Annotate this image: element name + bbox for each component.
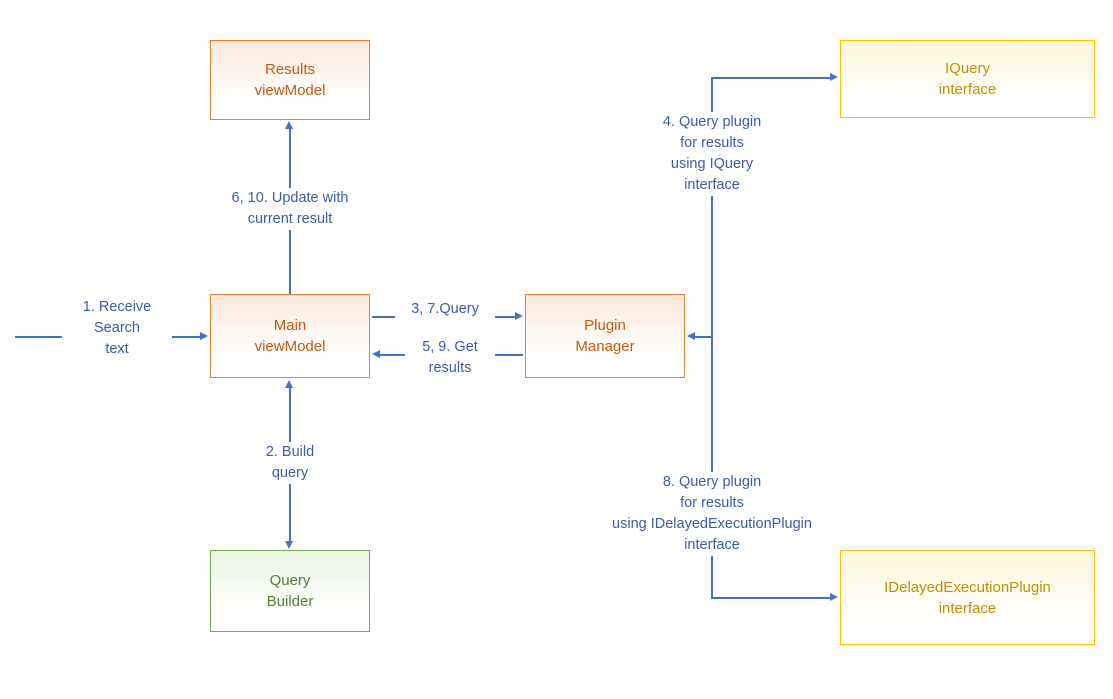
connector-get-results-arrowhead-icon: [372, 350, 380, 358]
node-plugin-manager-label: Plugin Manager: [575, 317, 635, 355]
connector-plugin-trunk-line: [711, 78, 713, 598]
node-results-viewmodel-label: Results viewModel: [254, 61, 326, 99]
connector-query-label: 3, 7.Query: [395, 299, 495, 320]
node-query-builder: Query Builder: [210, 550, 370, 632]
connector-receive-arrowhead-icon: [200, 332, 208, 340]
connector-update-label: 6, 10. Update with current result: [210, 188, 370, 230]
connector-iquery-call-line: [711, 77, 830, 79]
node-main-viewmodel: Main viewModel: [210, 294, 370, 378]
node-results-viewmodel: Results viewModel: [210, 40, 370, 120]
connector-build-query-arrowhead-down-icon: [285, 541, 293, 549]
connector-get-results-label: 5, 9. Get results: [405, 337, 495, 379]
connector-update-arrowhead-icon: [285, 121, 293, 129]
connector-iquery-call-label: 4. Query plugin for results using IQuery…: [632, 112, 792, 196]
connector-receive-label: 1. Receive Search text: [62, 297, 172, 360]
connector-plugin-manager-branch-arrowhead-icon: [687, 332, 695, 340]
connector-iquery-call-arrowhead-icon: [830, 73, 838, 81]
node-query-builder-label: Query Builder: [266, 572, 314, 610]
node-idelayedexecutionplugin-interface: IDelayedExecutionPlugin interface: [840, 550, 1095, 645]
connector-idelayed-call-label: 8. Query plugin for results using IDelay…: [587, 472, 837, 556]
connector-plugin-manager-branch-line: [695, 336, 712, 338]
node-idelayedexecutionplugin-interface-label: IDelayedExecutionPlugin interface: [884, 578, 1051, 617]
connector-query-arrowhead-icon: [515, 312, 523, 320]
node-iquery-interface: IQuery interface: [840, 40, 1095, 118]
node-iquery-interface-label: IQuery interface: [938, 60, 997, 98]
connector-build-query-label: 2. Build query: [245, 442, 335, 484]
node-main-viewmodel-label: Main viewModel: [254, 317, 326, 355]
node-plugin-manager: Plugin Manager: [525, 294, 685, 378]
connector-idelayed-call-arrowhead-icon: [830, 593, 838, 601]
connector-idelayed-call-line: [711, 597, 830, 599]
connector-build-query-arrowhead-up-icon: [285, 380, 293, 388]
